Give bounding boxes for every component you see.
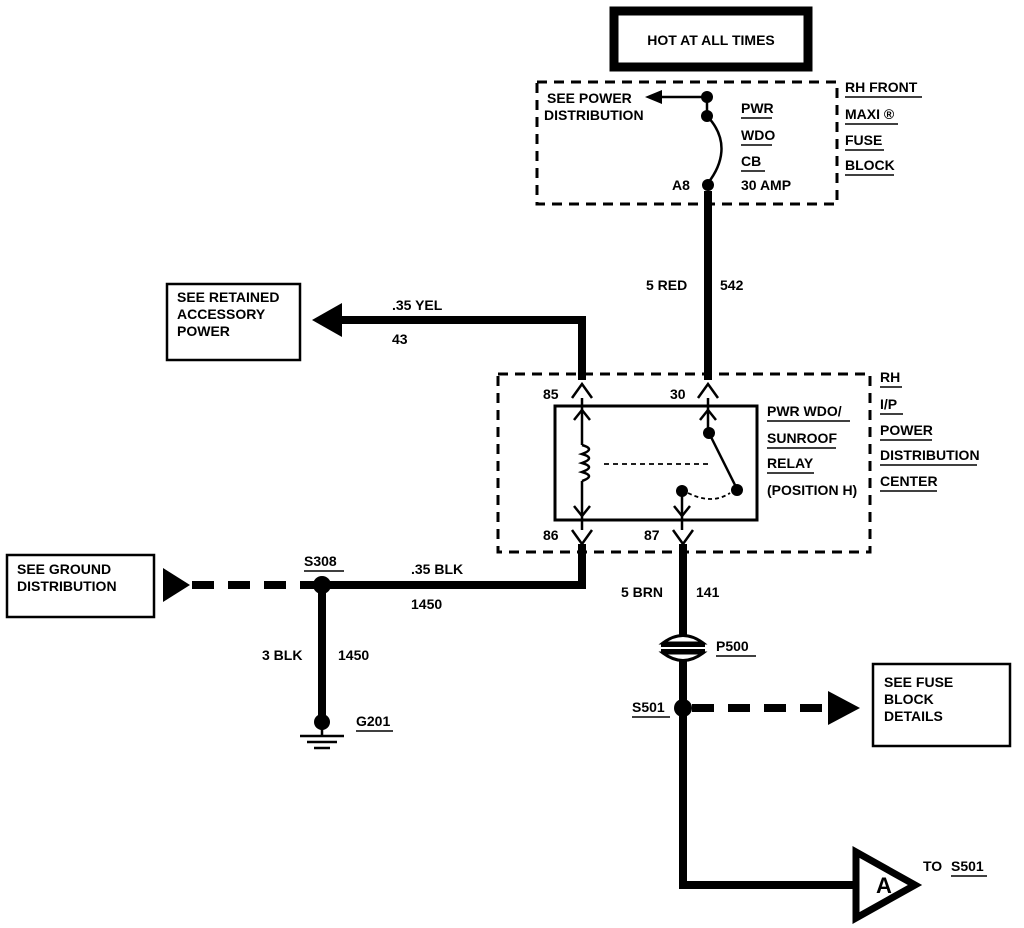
wire-1450-upper — [325, 544, 586, 589]
connector-a-icon[interactable]: A — [852, 846, 923, 924]
breaker-label-amp: 30 AMP — [741, 177, 791, 193]
splice-s501 — [674, 699, 692, 717]
breaker-label-cb: CB — [741, 153, 761, 169]
g201-label: G201 — [356, 713, 390, 729]
relay-name-4: (POSITION H) — [767, 482, 857, 498]
fuse-block-name-3: FUSE — [845, 132, 882, 148]
relay-name-1: PWR WDO/ — [767, 403, 842, 419]
wire-43-circuit: 43 — [392, 331, 408, 347]
to-label: TO — [923, 858, 942, 874]
fuse-block-name-4: BLOCK — [845, 157, 895, 173]
hot-at-all-times-box: HOT AT ALL TIMES — [609, 6, 813, 72]
circuit-breaker-element — [706, 115, 723, 184]
fuse-block-name-2: MAXI ® — [845, 106, 895, 122]
wire-542-circuit: 542 — [720, 277, 744, 293]
wire-43 — [340, 316, 586, 380]
relay-name-2: SUNROOF — [767, 430, 837, 446]
wire-141-circuit: 141 — [696, 584, 720, 600]
retained-arrow-icon — [312, 303, 342, 337]
fuse-details-label-3: DETAILS — [884, 708, 943, 724]
see-retained-accessory-box[interactable] — [165, 282, 302, 362]
breaker-terminal-a8 — [702, 179, 714, 191]
pin-30-label: 30 — [670, 386, 686, 402]
fuse-block-name-1: RH FRONT — [845, 79, 918, 95]
retained-label-2: ACCESSORY — [177, 306, 266, 322]
terminal-a8-label: A8 — [672, 177, 690, 193]
wire-43-color: .35 YEL — [392, 297, 443, 313]
wire-1450-upper-color: .35 BLK — [411, 561, 463, 577]
p500-label: P500 — [716, 638, 749, 654]
pin-86-connector-icon — [570, 529, 594, 547]
to-s501-ref: S501 — [951, 858, 984, 874]
ground-dist-arrow-icon — [163, 568, 190, 602]
center-name-4: DISTRIBUTION — [880, 447, 980, 463]
relay-body — [553, 404, 759, 522]
pin-87-label: 87 — [644, 527, 660, 543]
relay-switch-pivot — [731, 484, 743, 496]
see-ground-distribution-box[interactable] — [5, 553, 156, 619]
fuse-details-label-2: BLOCK — [884, 691, 934, 707]
retained-label-1: SEE RETAINED — [177, 289, 279, 305]
pin-85-label: 85 — [543, 386, 559, 402]
ground-icon — [300, 729, 344, 750]
connector-a-label: A — [876, 873, 892, 898]
see-power-label-1[interactable]: SEE POWER — [547, 90, 632, 106]
ground-dist-label-2: DISTRIBUTION — [17, 578, 117, 594]
ground-dist-label-1: SEE GROUND — [17, 561, 111, 577]
pin-85-connector-icon — [570, 381, 594, 399]
center-name-3: POWER — [880, 422, 933, 438]
pin-86-label: 86 — [543, 527, 559, 543]
pin-30-connector-icon — [696, 381, 720, 399]
wire-1450-lower-color: 3 BLK — [262, 647, 302, 663]
relay-coil — [577, 443, 591, 483]
center-name-5: CENTER — [880, 473, 938, 489]
relay-name-3: RELAY — [767, 455, 814, 471]
ground-g201-terminal — [314, 714, 330, 730]
center-name-1: RH — [880, 369, 900, 385]
fuse-details-arrow-icon — [828, 691, 860, 725]
wire-1450-lower-circuit: 1450 — [338, 647, 369, 663]
fuse-details-label-1: SEE FUSE — [884, 674, 953, 690]
wire-1450-upper-circuit: 1450 — [411, 596, 442, 612]
see-power-arrow-icon — [645, 90, 662, 104]
breaker-label-pwr: PWR — [741, 100, 774, 116]
s308-label: S308 — [304, 553, 337, 569]
wire-141-lower — [679, 715, 860, 889]
wire-141-color: 5 BRN — [621, 584, 663, 600]
relay-switch-arm — [707, 432, 739, 490]
center-name-2: I/P — [880, 396, 897, 412]
see-power-label-2[interactable]: DISTRIBUTION — [544, 107, 644, 123]
splice-s308 — [313, 576, 331, 594]
see-fuse-block-details-box[interactable] — [871, 662, 1012, 748]
breaker-label-wdo: WDO — [741, 127, 775, 143]
wire-542-color: 5 RED — [646, 277, 687, 293]
retained-label-3: POWER — [177, 323, 230, 339]
s501-label: S501 — [632, 699, 665, 715]
connector-p500-icon — [658, 634, 708, 662]
pin-87-connector-icon — [671, 529, 695, 547]
hot-label: HOT AT ALL TIMES — [647, 32, 775, 48]
fuse-block-boundary — [535, 80, 839, 206]
